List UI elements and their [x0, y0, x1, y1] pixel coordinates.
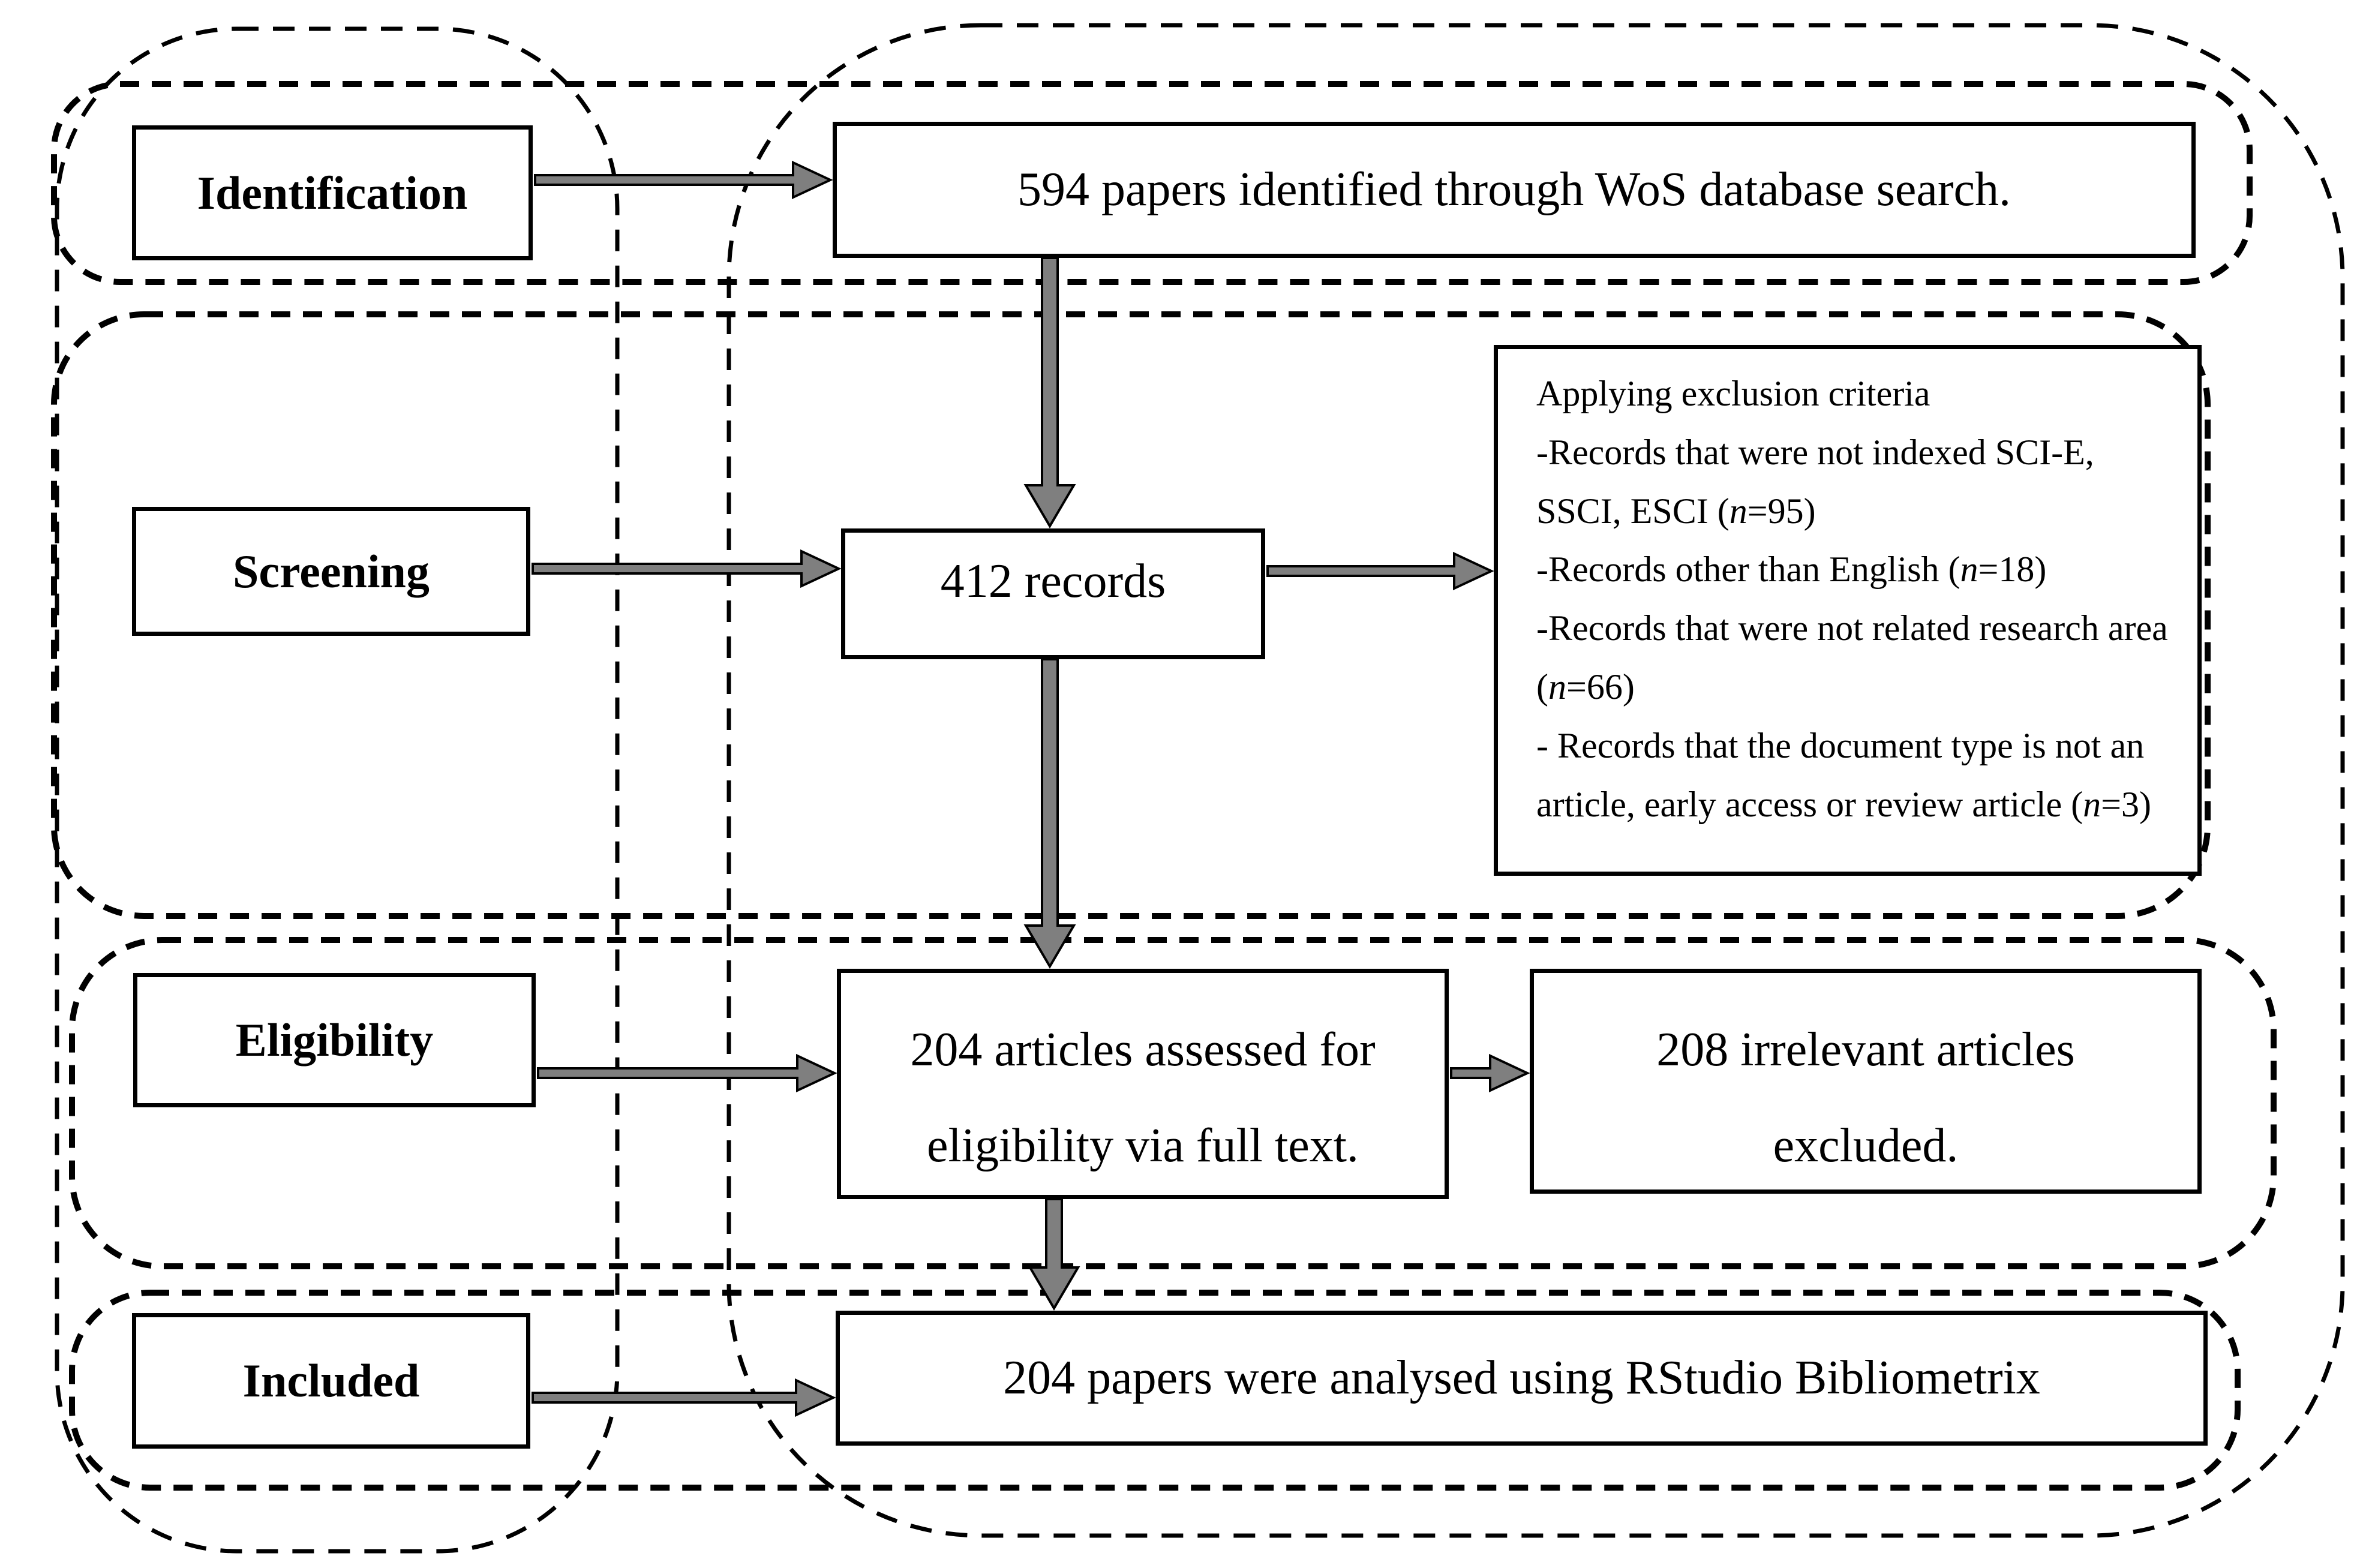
box-assessed: 204 articles assessed for eligibility vi…	[837, 969, 1449, 1199]
box-identified-papers: 594 papers identified through WoS databa…	[833, 122, 2196, 258]
flow-column-outline	[726, 23, 2345, 1538]
included-row-outline	[69, 1290, 2241, 1491]
box-analysed: 204 papers were analysed using RStudio B…	[836, 1311, 2208, 1446]
arrow-assessed-to-excluded	[1450, 1053, 1530, 1093]
arrow-records-down-to-assessed	[1023, 658, 1076, 969]
box-excluded: 208 irrelevant articles excluded.	[1530, 969, 2202, 1194]
assessed-text: 204 articles assessed for eligibility vi…	[910, 1023, 1376, 1172]
stage-box-eligibility: Eligibility	[133, 973, 536, 1107]
arrow-included-to-analysed	[532, 1378, 836, 1417]
stage-box-screening: Screening	[132, 507, 530, 636]
arrow-identified-down-to-records	[1023, 257, 1076, 528]
arrow-identification-to-identified	[534, 160, 833, 200]
stage-column-outline	[55, 26, 620, 1554]
identified-papers-text: 594 papers identified through WoS databa…	[1017, 163, 2011, 216]
exclusion-criteria-title: Applying exclusion criteria	[1536, 374, 1930, 413]
arrow-screening-to-records	[532, 549, 842, 588]
stage-box-included: Included	[132, 1313, 530, 1449]
exclusion-criteria-item: - Records that the document type is not …	[1536, 725, 2151, 824]
stage-box-identification: Identification	[132, 125, 533, 260]
records-text: 412 records	[940, 554, 1166, 608]
box-records: 412 records	[841, 528, 1265, 659]
stage-label-included: Included	[242, 1354, 420, 1407]
excluded-text: 208 irrelevant articles excluded.	[1656, 1023, 2075, 1172]
screening-row-outline	[51, 311, 2211, 919]
identification-row-outline	[51, 81, 2253, 285]
stage-label-identification: Identification	[197, 166, 468, 219]
exclusion-criteria-item: -Records other than English (n=18)	[1536, 549, 2047, 590]
analysed-text: 204 papers were analysed using RStudio B…	[1003, 1351, 2040, 1404]
arrow-assessed-down-to-analysed	[1028, 1198, 1080, 1311]
exclusion-criteria-list: Applying exclusion criteria -Records tha…	[1536, 365, 2179, 834]
exclusion-criteria-item: -Records that were not indexed SCI-E, SS…	[1536, 432, 2094, 531]
box-exclusion-criteria: Applying exclusion criteria -Records tha…	[1494, 345, 2202, 876]
arrow-eligibility-to-assessed	[537, 1053, 837, 1093]
arrow-records-to-exclusion	[1266, 551, 1494, 591]
stage-label-eligibility: Eligibility	[235, 1014, 434, 1066]
eligibility-row-outline	[69, 937, 2277, 1269]
stage-label-screening: Screening	[233, 545, 430, 597]
exclusion-criteria-item: -Records that were not related research …	[1536, 608, 2168, 707]
